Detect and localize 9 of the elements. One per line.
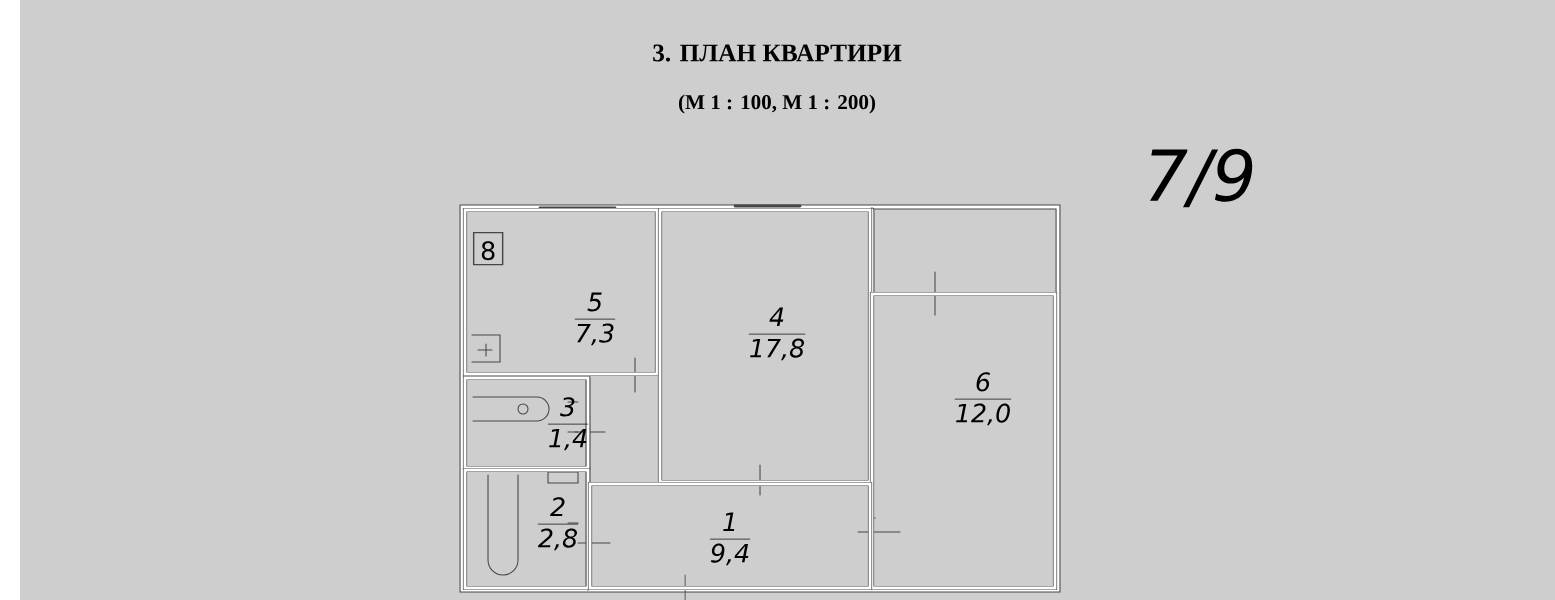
room-box: 6 12,0 <box>869 291 1058 591</box>
room-box: 2 2,8 <box>462 467 591 591</box>
room-box: 4 17,8 <box>657 207 873 485</box>
handwritten-number: 7/9 <box>1150 148 1253 208</box>
room-box: 3 1,4 <box>462 375 591 471</box>
scale-label: (М 1 : 100, М 1 : 200) <box>679 94 876 114</box>
cupboard-box: 8 <box>472 231 504 266</box>
plan-title: 3. ПЛАН КВАРТИРИ <box>653 44 902 62</box>
room-box: 1 9,4 <box>587 481 873 591</box>
